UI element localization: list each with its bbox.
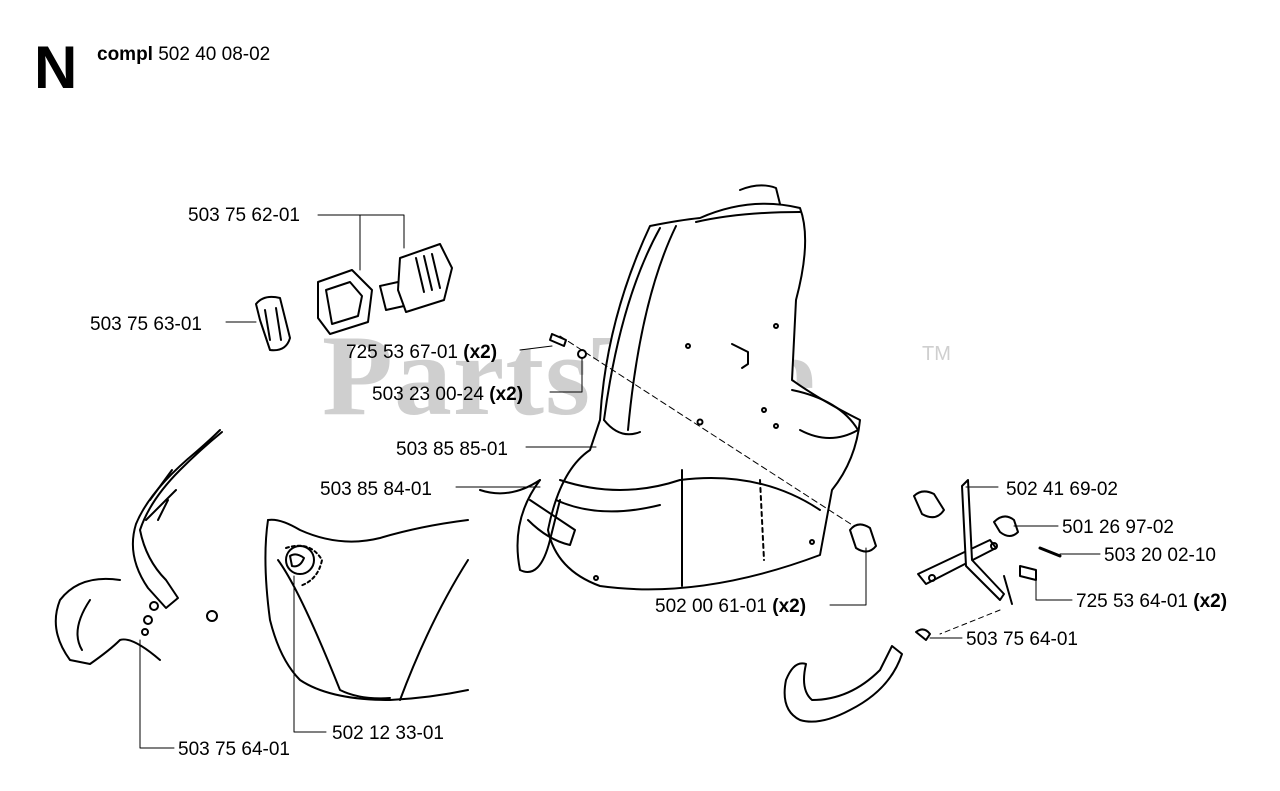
part-number: 503 23 00-24: [372, 384, 484, 405]
part-number: 501 26 97-02: [1062, 517, 1174, 538]
part-number: 502 41 69-02: [1006, 479, 1118, 500]
harness-drawing: [479, 184, 861, 591]
strap-drawing: [783, 628, 931, 723]
section-letter: N: [34, 34, 78, 101]
part-number: 503 85 84-01: [320, 479, 432, 500]
part-number: 725 53 67-01: [346, 342, 458, 363]
callout-harness[interactable]: 503 85 85-01: [396, 440, 508, 459]
callout-hip-pad[interactable]: 503 85 84-01: [320, 480, 432, 499]
callout-hook-left[interactable]: 503 75 64-01: [178, 740, 290, 759]
assembly-number: compl 502 40 08-02: [97, 44, 270, 66]
quantity: (x2): [772, 596, 807, 617]
part-number: 502 12 33-01: [332, 723, 444, 744]
compl-label: compl: [97, 44, 153, 65]
part-number: 503 75 62-01: [188, 205, 300, 226]
callout-bracket[interactable]: 502 41 69-02: [1006, 480, 1118, 499]
callout-bolt[interactable]: 503 20 02-10: [1104, 546, 1216, 565]
part-number: 502 00 61-01: [655, 596, 767, 617]
compl-number: 502 40 08-02: [158, 44, 271, 65]
detail-pad-drawing: [264, 518, 469, 701]
callout-spacer[interactable]: 502 00 61-01 (x2): [655, 597, 806, 616]
part-number: 503 75 63-01: [90, 314, 202, 335]
detail-strap-drawing: [54, 429, 223, 665]
callout-screw-top[interactable]: 725 53 67-01 (x2): [346, 343, 497, 362]
quantity: (x2): [1193, 591, 1228, 612]
part-number: 503 75 64-01: [966, 629, 1078, 650]
buckle-drawing: [317, 243, 453, 335]
part-number: 503 20 02-10: [1104, 545, 1216, 566]
callout-washer[interactable]: 503 23 00-24 (x2): [372, 385, 523, 404]
callout-buckle[interactable]: 503 75 62-01: [188, 206, 300, 225]
quantity: (x2): [489, 384, 524, 405]
callout-bushing[interactable]: 501 26 97-02: [1062, 518, 1174, 537]
callout-eyelet[interactable]: 502 12 33-01: [332, 724, 444, 743]
watermark-trademark: TM: [922, 343, 951, 365]
quantity: (x2): [463, 342, 498, 363]
spacer-drawing: [849, 490, 945, 553]
leader-lines: [139, 214, 1101, 749]
part-number: 725 53 64-01: [1076, 591, 1188, 612]
callout-screw-bottom[interactable]: 725 53 64-01 (x2): [1076, 592, 1227, 611]
bracket-drawing: [917, 479, 1062, 635]
callout-hook-right[interactable]: 503 75 64-01: [966, 630, 1078, 649]
part-number: 503 85 85-01: [396, 439, 508, 460]
callout-slide[interactable]: 503 75 63-01: [90, 315, 202, 334]
slide-drawing: [255, 295, 291, 352]
part-number: 503 75 64-01: [178, 739, 290, 760]
